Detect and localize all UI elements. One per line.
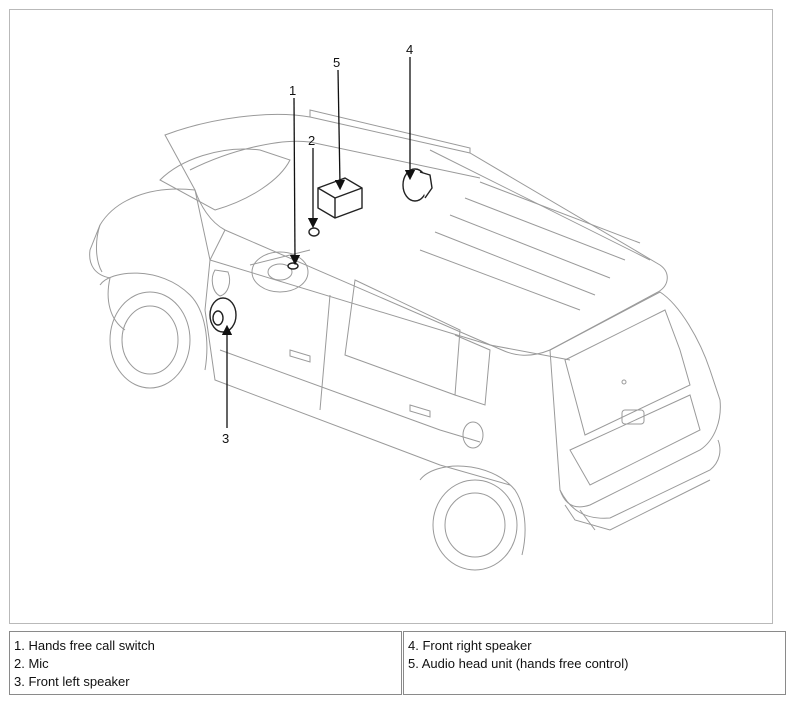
legend-left-column: 1. Hands free call switch 2. Mic 3. Fron… xyxy=(9,631,404,695)
hands-free-switch-shape xyxy=(287,262,299,270)
callout-1: 1 xyxy=(289,83,296,98)
callout-3: 3 xyxy=(222,431,229,446)
leader-line-5 xyxy=(334,69,346,191)
front-right-speaker-shape xyxy=(402,168,433,202)
legend-item-3: 3. Front left speaker xyxy=(14,674,130,689)
vehicle-outline xyxy=(89,109,721,571)
callout-4: 4 xyxy=(406,42,413,57)
leader-line-1 xyxy=(289,97,301,266)
components xyxy=(209,168,433,333)
figure-frame: 1 2 3 4 5 xyxy=(9,9,773,624)
callout-2: 2 xyxy=(308,133,315,148)
vehicle-diagram: 1 2 3 4 5 xyxy=(89,42,721,571)
audio-head-unit-shape xyxy=(317,177,363,219)
legend-table: 1. Hands free call switch 2. Mic 3. Fron… xyxy=(9,631,786,695)
front-left-speaker-shape xyxy=(209,297,237,333)
legend-item-4: 4. Front right speaker xyxy=(408,638,532,653)
legend-item-2: 2. Mic xyxy=(14,656,49,671)
leader-lines xyxy=(221,57,416,428)
mic-shape xyxy=(308,227,320,237)
legend-item-1: 1. Hands free call switch xyxy=(14,638,155,653)
legend-item-5: 5. Audio head unit (hands free control) xyxy=(408,656,629,671)
callout-5: 5 xyxy=(333,55,340,70)
legend-right-column: 4. Front right speaker 5. Audio head uni… xyxy=(402,631,786,695)
